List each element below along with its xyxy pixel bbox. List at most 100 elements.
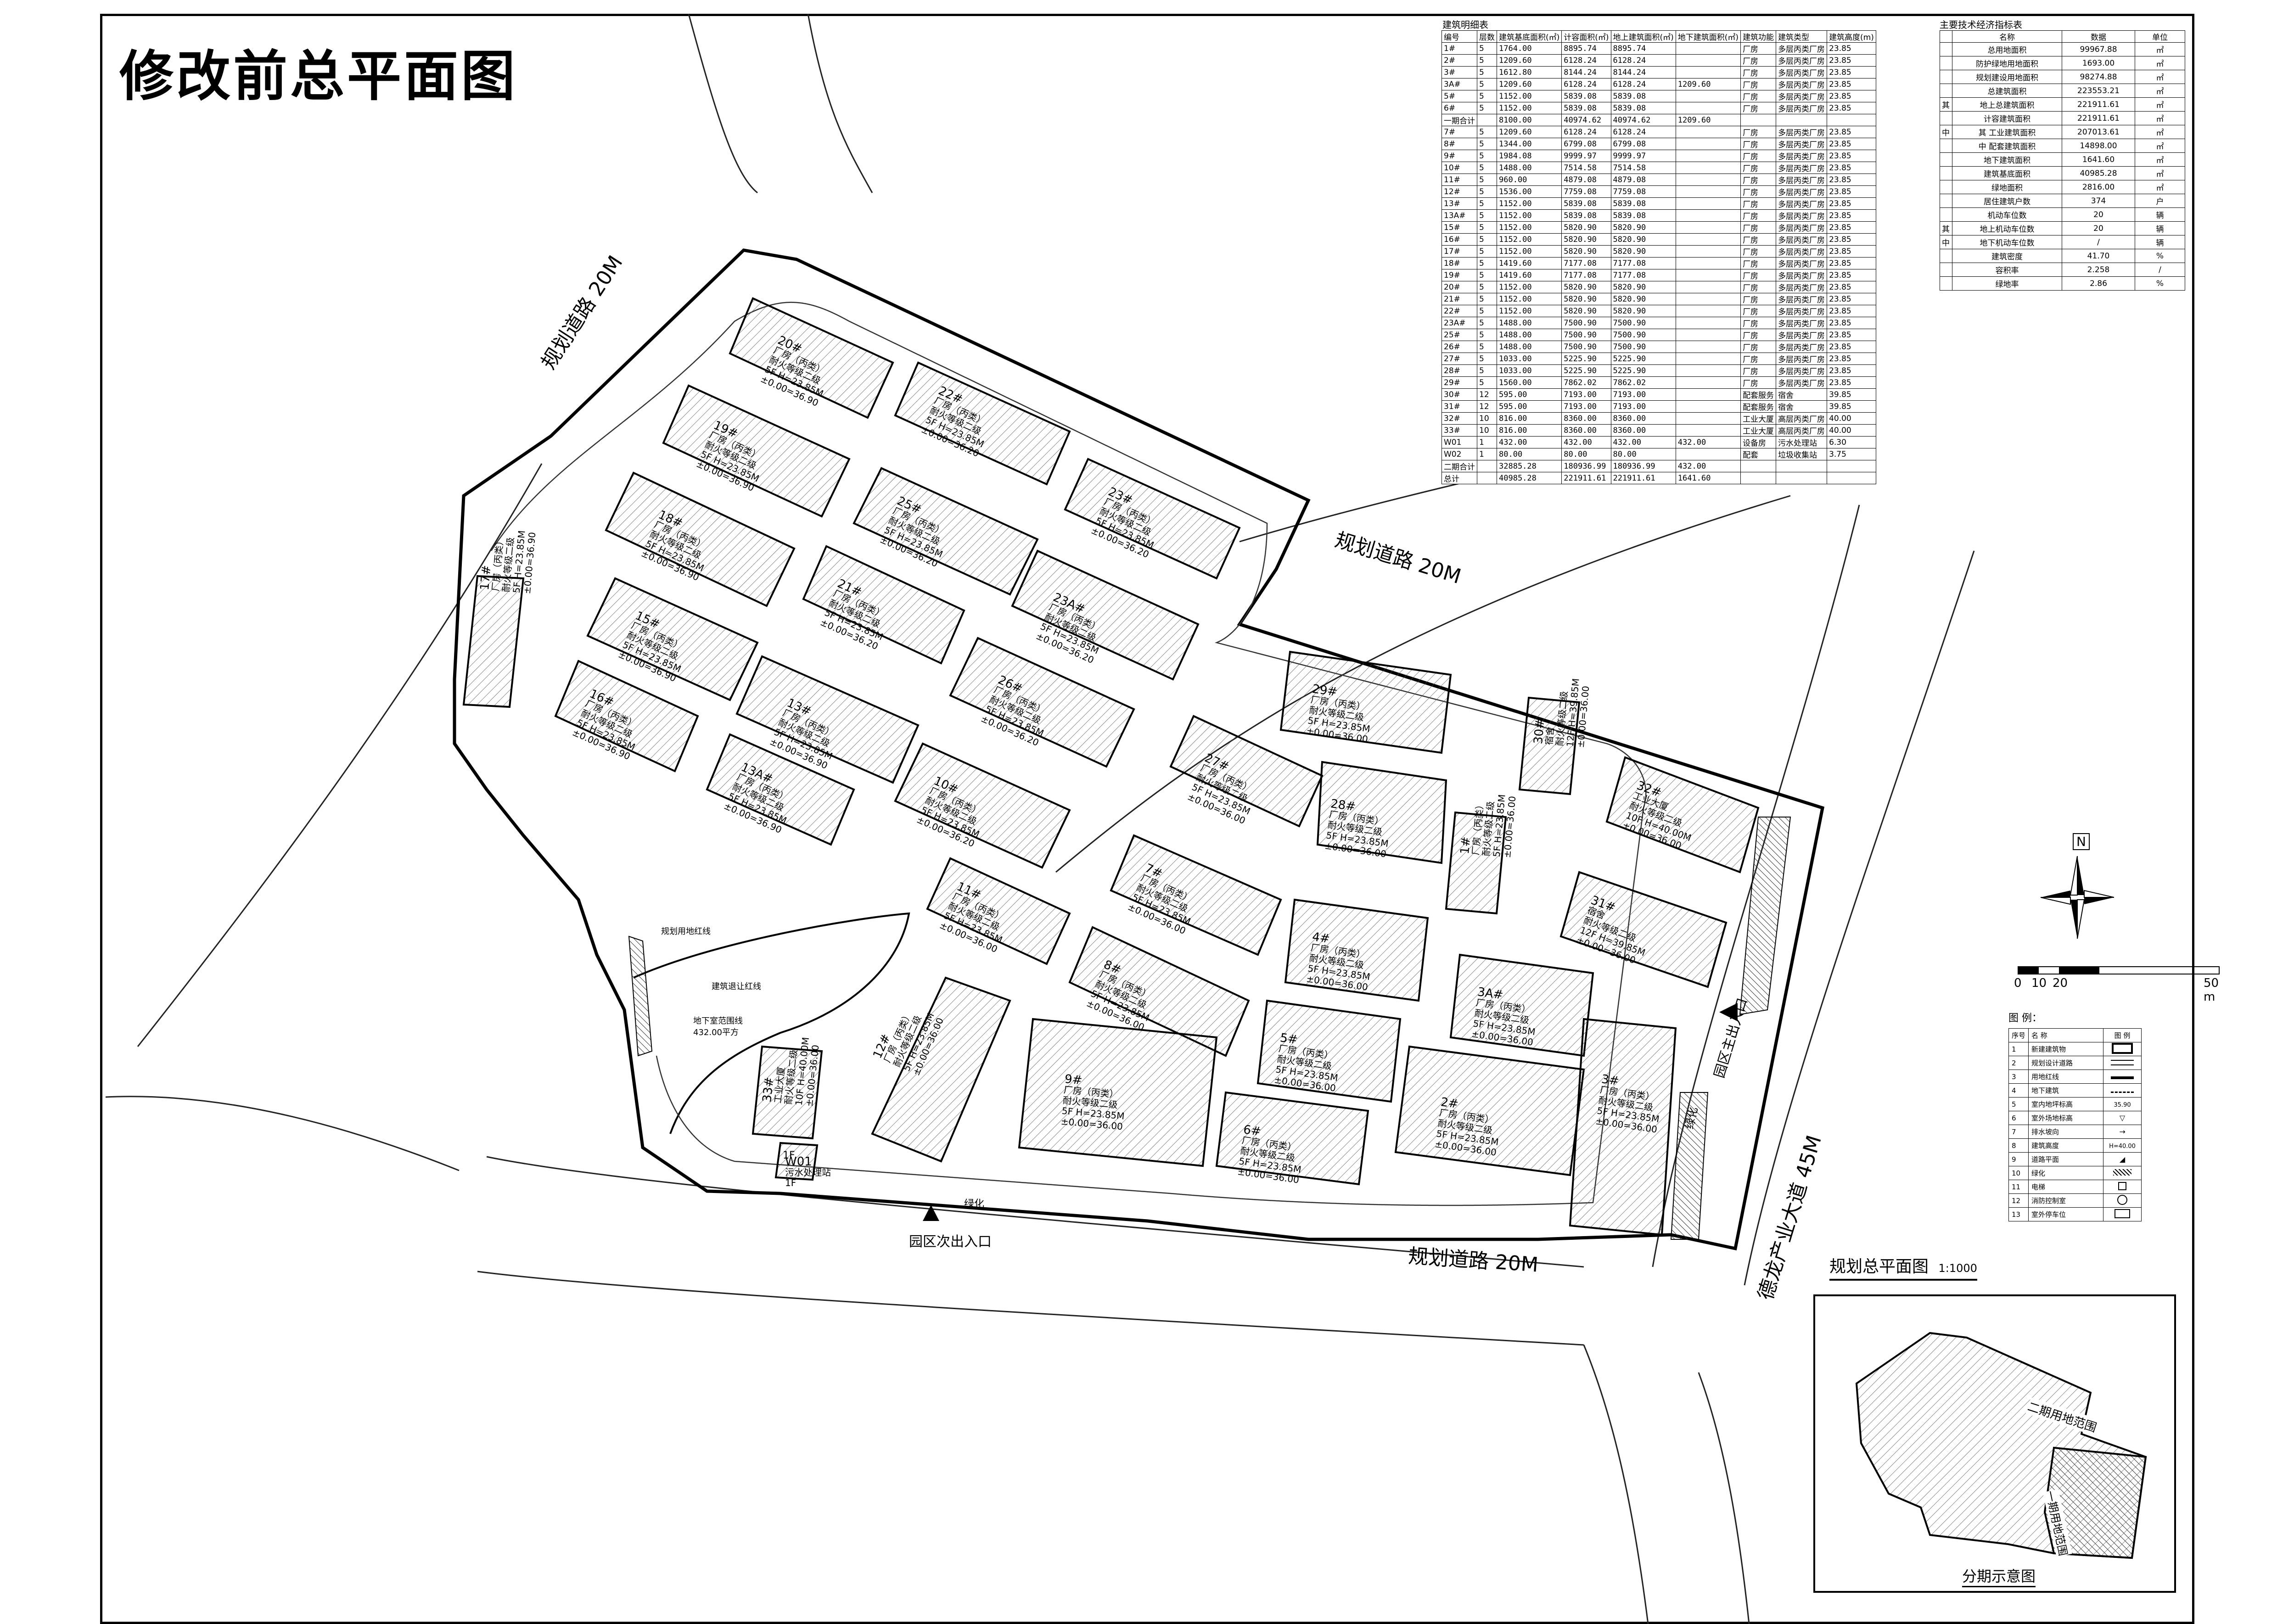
building-table-cell — [1675, 90, 1741, 102]
plan-caption: 规划总平面图 1:1000 — [1829, 1253, 1977, 1281]
index-table-cell: ㎡ — [2135, 70, 2185, 84]
building-table-cell: 5225.90 — [1561, 364, 1611, 377]
building-table-cell: 1152.00 — [1496, 293, 1562, 305]
index-table-cell: 20 — [2062, 207, 2135, 222]
building-table-cell: 20# — [1441, 281, 1477, 293]
building-table-title: 建筑明细表 — [1442, 19, 1488, 30]
building-table-cell: 5225.90 — [1561, 353, 1611, 365]
building-table-cell — [1675, 209, 1741, 222]
legend-cell: 排水坡向 — [2028, 1125, 2104, 1139]
building-table-cell: 5839.08 — [1561, 90, 1611, 102]
index-table-cell — [1940, 207, 1952, 222]
building-table-cell: 多层丙类厂房 — [1776, 233, 1828, 246]
building-table-cell: 33# — [1441, 424, 1477, 437]
building-table-cell: 多层丙类厂房 — [1776, 269, 1828, 281]
building-table-cell: 5 — [1477, 245, 1497, 258]
building-table-cell: 23.85 — [1827, 305, 1876, 317]
building-label-id: W01 — [785, 1155, 812, 1169]
phase-map-title: 分期示意图 — [1962, 1565, 2036, 1587]
building-table-cell: 5 — [1477, 66, 1497, 78]
building-table-cell: 1 — [1477, 448, 1497, 460]
legend-cell: 室外停车位 — [2028, 1207, 2104, 1221]
building-table-cell: 1764.00 — [1496, 42, 1562, 55]
index-table-cell: 总建筑面积 — [1952, 84, 2062, 98]
building-table-header: 建筑基底面积(㎡) — [1496, 30, 1562, 43]
building-table-cell: 23.85 — [1827, 162, 1876, 174]
scale-tick-20: 20 — [2053, 976, 2068, 990]
green-buffer-southeast — [1670, 1092, 1709, 1240]
building-16 — [554, 660, 699, 773]
legend-height-sample: H=40.00 — [2109, 1142, 2136, 1150]
building-table-cell: 23.85 — [1827, 126, 1876, 138]
building-table-cell: 7177.08 — [1610, 257, 1676, 269]
index-table-row: 中地下机动车位数/辆 — [1940, 235, 2185, 249]
building-table-cell: 9999.97 — [1610, 150, 1676, 162]
building-table-cell: 13# — [1441, 197, 1477, 210]
building-table-cell: 5820.90 — [1561, 305, 1611, 317]
building-table-cell: 432.00 — [1610, 436, 1676, 448]
building-table-cell: 960.00 — [1496, 174, 1562, 186]
building-table-cell — [1675, 233, 1741, 246]
building-table-cell: 10 — [1477, 424, 1497, 437]
building-table-cell: 8895.74 — [1610, 42, 1676, 55]
building-table-cell — [1675, 221, 1741, 234]
building-table-cell: 23.85 — [1827, 209, 1876, 222]
building-table-header: 层数 — [1477, 30, 1497, 43]
legend-symbol: ▽ — [2103, 1111, 2142, 1125]
building-table-cell: 595.00 — [1496, 388, 1562, 401]
index-table-cell: 绿地面积 — [1952, 180, 2062, 194]
building-table-cell — [1675, 412, 1741, 425]
legend-cell: 9 — [2008, 1152, 2029, 1166]
building-table-cell: 1152.00 — [1496, 233, 1562, 246]
legend-cell: 绿化 — [2028, 1166, 2104, 1180]
building-table-cell: 多层丙类厂房 — [1776, 197, 1828, 210]
index-table-cell: 机动车位数 — [1952, 207, 2062, 222]
index-table-cell: 地下机动车位数 — [1952, 235, 2062, 249]
building-table-cell: 432.00 — [1561, 436, 1611, 448]
building-table-cell: 多层丙类厂房 — [1776, 162, 1828, 174]
scale-tick-50: 50 m — [2204, 976, 2219, 1004]
index-table-cell — [1940, 56, 1952, 70]
index-table-cell: ㎡ — [2135, 111, 2185, 125]
legend-cell: 7 — [2008, 1125, 2029, 1139]
index-table-cell: / — [2062, 235, 2135, 249]
building-7 — [1110, 834, 1282, 956]
building-table-cell: 5# — [1441, 90, 1477, 102]
building-table-cell: 23.85 — [1827, 376, 1876, 389]
building-table-cell: 5 — [1477, 162, 1497, 174]
building-table-cell: 8100.00 — [1496, 114, 1562, 126]
building-table-cell: 多层丙类厂房 — [1776, 353, 1828, 365]
legend-cell: 室外场地标高 — [2028, 1111, 2104, 1125]
index-table-cell: 地下建筑面积 — [1952, 152, 2062, 167]
index-table-cell: 建筑密度 — [1952, 249, 2062, 263]
building-table-cell: 5 — [1477, 364, 1497, 377]
building-table-cell: 厂房 — [1740, 221, 1777, 234]
building-table-cell: 厂房 — [1740, 78, 1777, 90]
building-table-cell: 配套服务 — [1740, 400, 1777, 413]
index-table-cell — [1940, 152, 1952, 167]
building-table-cell: 设备房 — [1740, 436, 1777, 448]
building-table-cell: 23.85 — [1827, 329, 1876, 341]
north-arrow — [2041, 856, 2114, 939]
building-table-cell: 23.85 — [1827, 364, 1876, 377]
building-table-cell: 厂房 — [1740, 102, 1777, 114]
plan-caption-title: 规划总平面图 — [1829, 1257, 1929, 1276]
building-table-cell: 5820.90 — [1561, 281, 1611, 293]
